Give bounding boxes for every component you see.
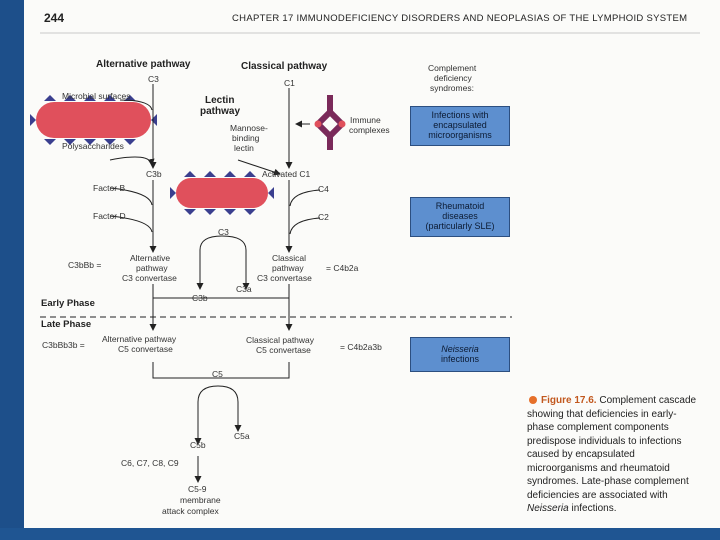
cls-convertase-1: Classical [272, 253, 307, 263]
factor-b-label: Factor B [93, 183, 126, 193]
bottom-bar [0, 528, 720, 540]
cls-convertase-3: C3 convertase [257, 273, 312, 283]
c2-label: C2 [318, 212, 329, 222]
classical-pathway-heading: Classical pathway [241, 61, 328, 72]
lectin-pathway-heading-1: Lectin [205, 95, 235, 106]
immune-label-2: complexes [349, 125, 390, 135]
alt-convertase-1: Alternative [130, 253, 171, 263]
immune-label-1: Immune [350, 115, 381, 125]
c3bbb3b-label: C3bBb3b = [42, 340, 85, 350]
box2-line1: Rheumatoid [435, 201, 485, 212]
arrow-lectin [237, 159, 281, 176]
c3b-label: C3b [146, 169, 162, 179]
alt-convertase-2: pathway [136, 263, 168, 273]
c3bbb-label: C3bBb = [68, 260, 102, 270]
alternative-pathway-heading: Alternative pathway [96, 59, 191, 70]
left-sidebar-bar [0, 0, 24, 540]
rheumatoid-diseases-box: Rheumatoid diseases (particularly SLE) [410, 197, 510, 237]
caption-end: infections. [568, 503, 617, 514]
c5b-label: C5b [190, 440, 206, 450]
c3-top-label: C3 [148, 74, 159, 84]
c5a-label: C5a [234, 431, 250, 441]
deficiency-title-1: Complement [428, 63, 477, 73]
arrow-c4 [289, 189, 321, 207]
mannose-label-2: binding [232, 133, 260, 143]
box3-line2: infections [440, 353, 480, 364]
cls-c5-convertase-1: Classical pathway [246, 335, 315, 345]
cls-c5-convertase-2: C5 convertase [256, 345, 311, 355]
textbook-page [24, 0, 720, 528]
arrow-factor-b [109, 187, 153, 206]
box3-line1: Neisseria [441, 343, 479, 354]
caption-bullet-icon [529, 396, 537, 404]
mac-label-2: attack complex [162, 506, 219, 516]
encapsulated-infections-box: Infections with encapsulated microorgani… [410, 106, 510, 146]
box1-line2: encapsulated [433, 120, 487, 131]
neisseria-infections-box: Neisseria infections [410, 337, 510, 372]
cls-convertase-2: pathway [272, 263, 304, 273]
c3b-junction [152, 284, 290, 299]
immune-complex-icon [314, 95, 346, 150]
c4-label: C4 [318, 184, 329, 194]
c3-loop [199, 235, 247, 283]
figure-caption: Figure 17.6. Complement cascade showing … [527, 394, 697, 516]
activated-c1-label: Activated C1 [262, 169, 311, 179]
c3b-mid-label: C3b [192, 293, 208, 303]
c3-mid-label: C3 [218, 227, 229, 237]
caption-text: Complement cascade showing that deficien… [527, 395, 697, 501]
caption-italic: Neisseria [527, 503, 569, 514]
box2-line2: diseases [442, 211, 478, 222]
arrow-c2 [289, 217, 321, 235]
c5-loop [197, 385, 239, 440]
c1-top-label: C1 [284, 78, 295, 88]
early-phase-label: Early Phase [41, 298, 95, 309]
c4b2a3b-label: = C4b2a3b [340, 342, 382, 352]
mannose-label-3: lectin [234, 143, 254, 153]
late-phase-label: Late Phase [41, 319, 92, 330]
alt-c5-convertase-2: C5 convertase [118, 344, 173, 354]
lectin-bacterium-icon [170, 171, 274, 215]
c4b2a-label: = C4b2a [326, 263, 359, 273]
mac-label-1: membrane [180, 495, 221, 505]
chapter-title: CHAPTER 17 IMMUNODEFICIENCY DISORDERS AN… [232, 13, 688, 24]
c5-9-label: C5-9 [188, 484, 207, 494]
caption-figure-label: Figure 17.6. [541, 395, 597, 406]
box1-line1: Infections with [431, 110, 489, 121]
alt-convertase-3: C3 convertase [122, 273, 177, 283]
mannose-label-1: Mannose- [230, 123, 268, 133]
factor-d-label: Factor D [93, 211, 126, 221]
arrow-microbial [119, 99, 153, 111]
microbial-surfaces-label: Microbial surfaces [62, 91, 131, 101]
c5-junction [152, 362, 290, 379]
box1-line3: microorganisms [428, 129, 492, 140]
deficiency-title-2: deficiency [434, 73, 472, 83]
c6-c9-label: C6, C7, C8, C9 [121, 458, 179, 468]
alt-c5-convertase-1: Alternative pathway [102, 334, 177, 344]
page-number: 244 [44, 11, 65, 25]
box2-line3: (particularly SLE) [425, 220, 495, 231]
c3a-label: C3a [236, 284, 252, 294]
arrow-factor-d [109, 215, 153, 233]
c5-label: C5 [212, 369, 223, 379]
arrow-polysaccharides [109, 156, 155, 166]
microbial-surface-bacterium-icon [30, 95, 157, 145]
deficiency-title-3: syndromes: [430, 83, 474, 93]
lectin-pathway-heading-2: pathway [200, 106, 241, 117]
polysaccharides-label: Polysaccharides [62, 141, 124, 151]
